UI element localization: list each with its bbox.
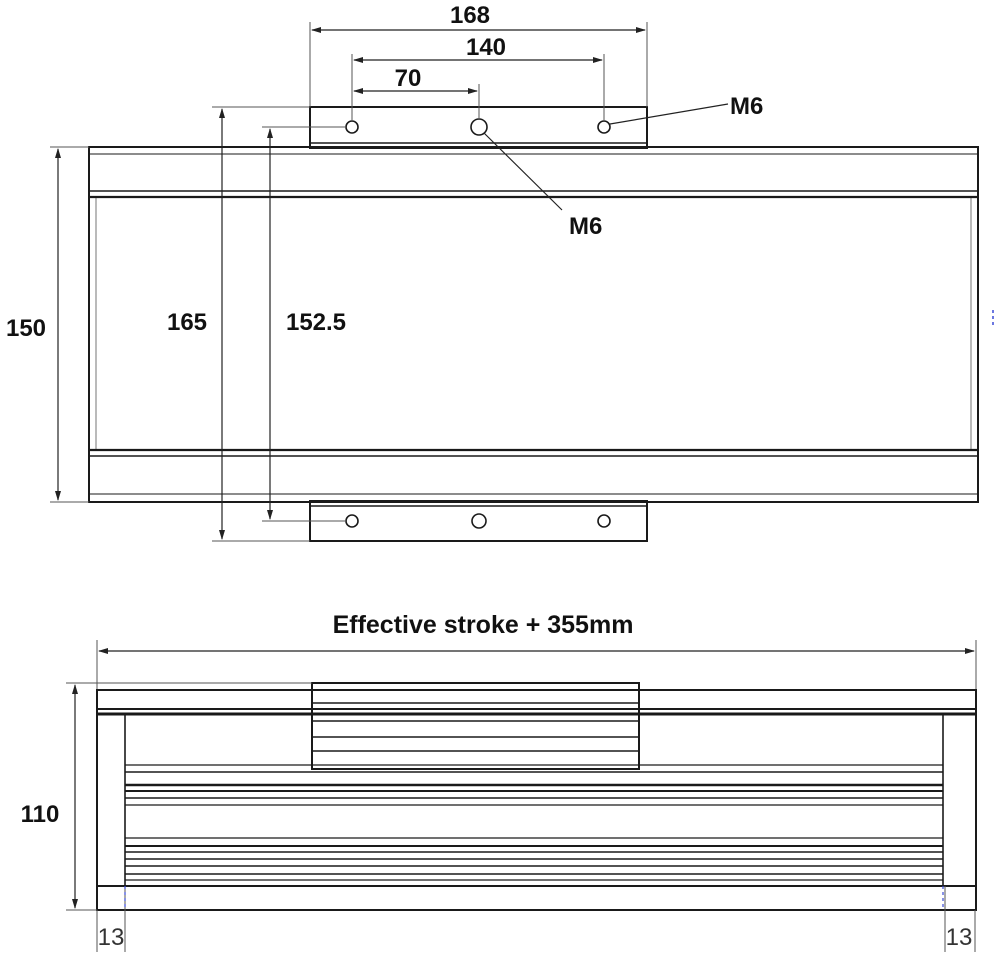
hole-bottom-right	[597, 514, 611, 528]
dimension-end-right-label: 13	[946, 924, 973, 951]
hole-top-center	[470, 118, 488, 136]
callout-m6-right-label: M6	[730, 93, 763, 120]
side-view: Effective stroke + 355mm	[21, 611, 977, 952]
hole-top-left	[345, 120, 359, 134]
dimension-70-label: 70	[395, 65, 422, 92]
dimension-140: 140	[351, 34, 605, 120]
dimension-overall-length: Effective stroke + 355mm	[96, 611, 977, 690]
dimension-165-label: 165	[167, 309, 207, 336]
dimension-152-5-label: 152.5	[286, 309, 346, 336]
top-view: 168 140 70 M6 M6 150	[6, 2, 994, 542]
callout-m6-center-label: M6	[569, 213, 602, 240]
dimension-end-left-label: 13	[98, 924, 125, 951]
hole-bottom-center	[471, 513, 487, 529]
callout-m6-center: M6	[483, 132, 602, 240]
dimension-150: 150	[6, 146, 89, 503]
dimension-110-label: 110	[21, 801, 60, 828]
dimension-end-right: 13	[942, 886, 976, 952]
dimension-70: 70	[353, 65, 480, 118]
dimension-168: 168	[309, 2, 648, 107]
dimension-end-left: 13	[96, 886, 126, 952]
rail-body-side	[96, 689, 977, 911]
carriage-block	[311, 682, 640, 770]
rail-body-top	[88, 146, 979, 503]
hole-bottom-left	[345, 514, 359, 528]
hole-top-right	[597, 120, 611, 134]
bottom-bracket	[309, 500, 648, 542]
dimension-overall-length-label: Effective stroke + 355mm	[333, 611, 634, 639]
dimension-110: 110	[21, 682, 312, 911]
dimension-140-label: 140	[466, 34, 506, 61]
dimension-165: 165	[167, 106, 310, 542]
dimension-150-label: 150	[6, 315, 46, 342]
dimension-152-5: 152.5	[262, 126, 346, 522]
callout-m6-right: M6	[609, 93, 763, 125]
dimension-168-label: 168	[450, 2, 490, 29]
